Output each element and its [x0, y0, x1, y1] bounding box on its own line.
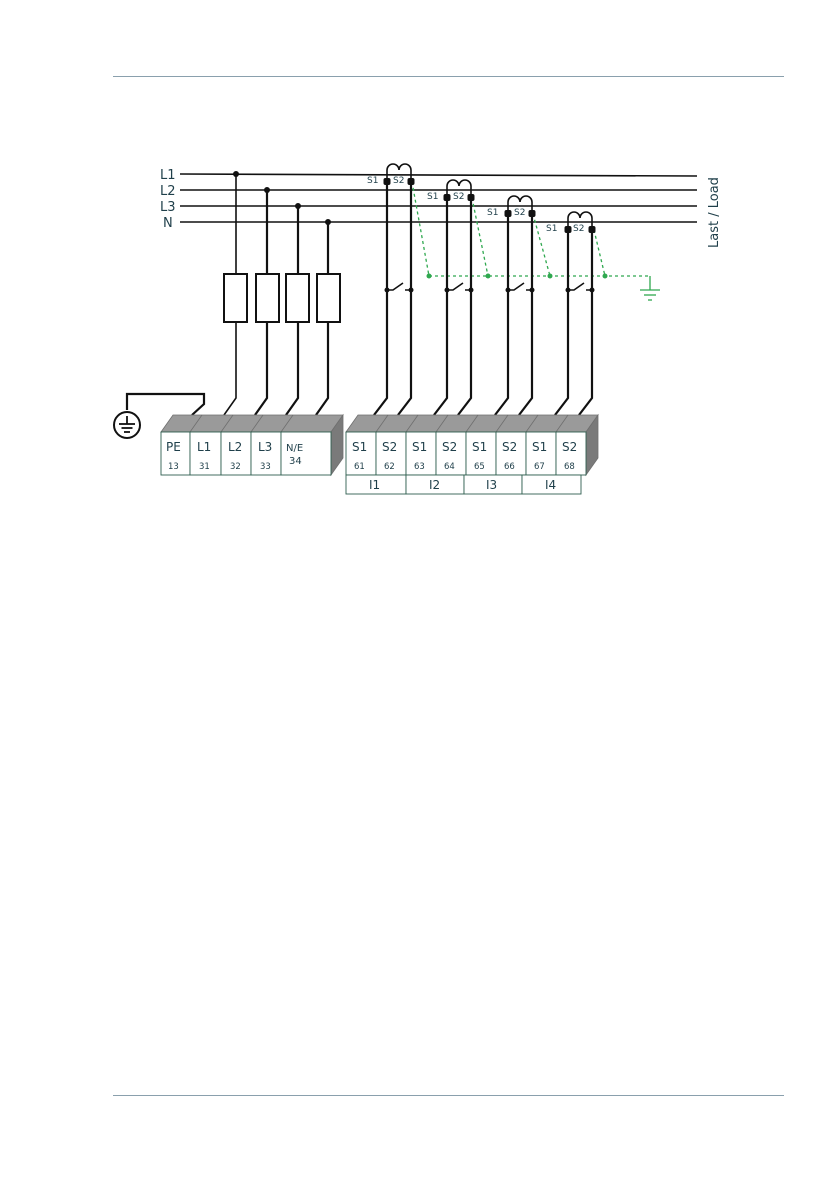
- voltage-terminal-number: 33: [260, 462, 271, 472]
- voltage-terminal-number: 34: [289, 456, 302, 467]
- current-terminal-number: 62: [384, 462, 395, 472]
- ct-label-s1: S1: [427, 192, 438, 202]
- fuse-icon: [256, 274, 279, 322]
- current-terminal-number: 65: [474, 462, 485, 472]
- line-label-l1: L1: [160, 168, 176, 183]
- current-terminal-block: S1 61 S2 62 S1 63 S2 64 S1 65 S2 66 S1 6…: [346, 415, 598, 494]
- voltage-terminal-label: L2: [228, 440, 242, 454]
- current-terminal-label: S1: [412, 440, 427, 454]
- voltage-terminal-label: N/E: [286, 443, 303, 454]
- ground-icon: [640, 290, 660, 300]
- voltage-terminal-label: L1: [197, 440, 211, 454]
- fuse-icon: [286, 274, 309, 322]
- current-terminal-number: 63: [414, 462, 425, 472]
- line-label-n: N: [163, 216, 173, 231]
- current-group-label: I3: [486, 478, 497, 492]
- ct-label-s2: S2: [393, 176, 404, 186]
- current-transformer-3: S1 S2: [487, 196, 536, 415]
- current-terminal-label: S1: [472, 440, 487, 454]
- current-terminal-label: S2: [502, 440, 517, 454]
- current-terminal-number: 64: [444, 462, 455, 472]
- line-label-l3: L3: [160, 200, 176, 215]
- switch-icon: [447, 283, 471, 290]
- current-group-label: I1: [369, 478, 380, 492]
- voltage-terminal-number: 31: [199, 462, 210, 472]
- switch-icon: [568, 283, 592, 290]
- current-group-label: I2: [429, 478, 440, 492]
- ct-label-s2: S2: [453, 192, 464, 202]
- current-terminal-label: S2: [562, 440, 577, 454]
- switch-icon: [508, 283, 532, 290]
- voltage-terminal-block: PE 13 L1 31 L2 32 L3 33 N/E 34: [161, 415, 343, 475]
- current-transformer-1: S1 S2: [367, 164, 415, 415]
- switch-icon: [387, 283, 411, 290]
- current-terminal-number: 67: [534, 462, 545, 472]
- current-terminal-number: 68: [564, 462, 575, 472]
- voltage-terminal-label: L3: [258, 440, 272, 454]
- current-terminal-label: S1: [532, 440, 547, 454]
- ct-label-s1: S1: [487, 208, 498, 218]
- current-terminal-label: S2: [382, 440, 397, 454]
- ct-label-s1: S1: [546, 224, 557, 234]
- voltage-terminal-label: PE: [166, 440, 181, 454]
- current-group-label: I4: [545, 478, 556, 492]
- ct-label-s2: S2: [514, 208, 525, 218]
- voltage-terminal-number: 32: [230, 462, 241, 472]
- fuses: [224, 274, 340, 322]
- bus-bars: [180, 174, 697, 222]
- current-terminal-number: 66: [504, 462, 515, 472]
- line-label-l2: L2: [160, 184, 176, 199]
- fuse-icon: [317, 274, 340, 322]
- current-transformer-4: S1 S2: [546, 212, 596, 415]
- fuse-icon: [224, 274, 247, 322]
- current-transformer-2: S1 S2: [427, 180, 475, 415]
- bus-line-l1: [180, 174, 697, 176]
- current-terminal-number: 61: [354, 462, 365, 472]
- current-terminal-label: S1: [352, 440, 367, 454]
- load-label: Last / Load: [707, 177, 722, 248]
- ct-label-s2: S2: [573, 224, 584, 234]
- ct-label-s1: S1: [367, 176, 378, 186]
- voltage-terminal-number: 13: [168, 462, 179, 472]
- current-terminal-label: S2: [442, 440, 457, 454]
